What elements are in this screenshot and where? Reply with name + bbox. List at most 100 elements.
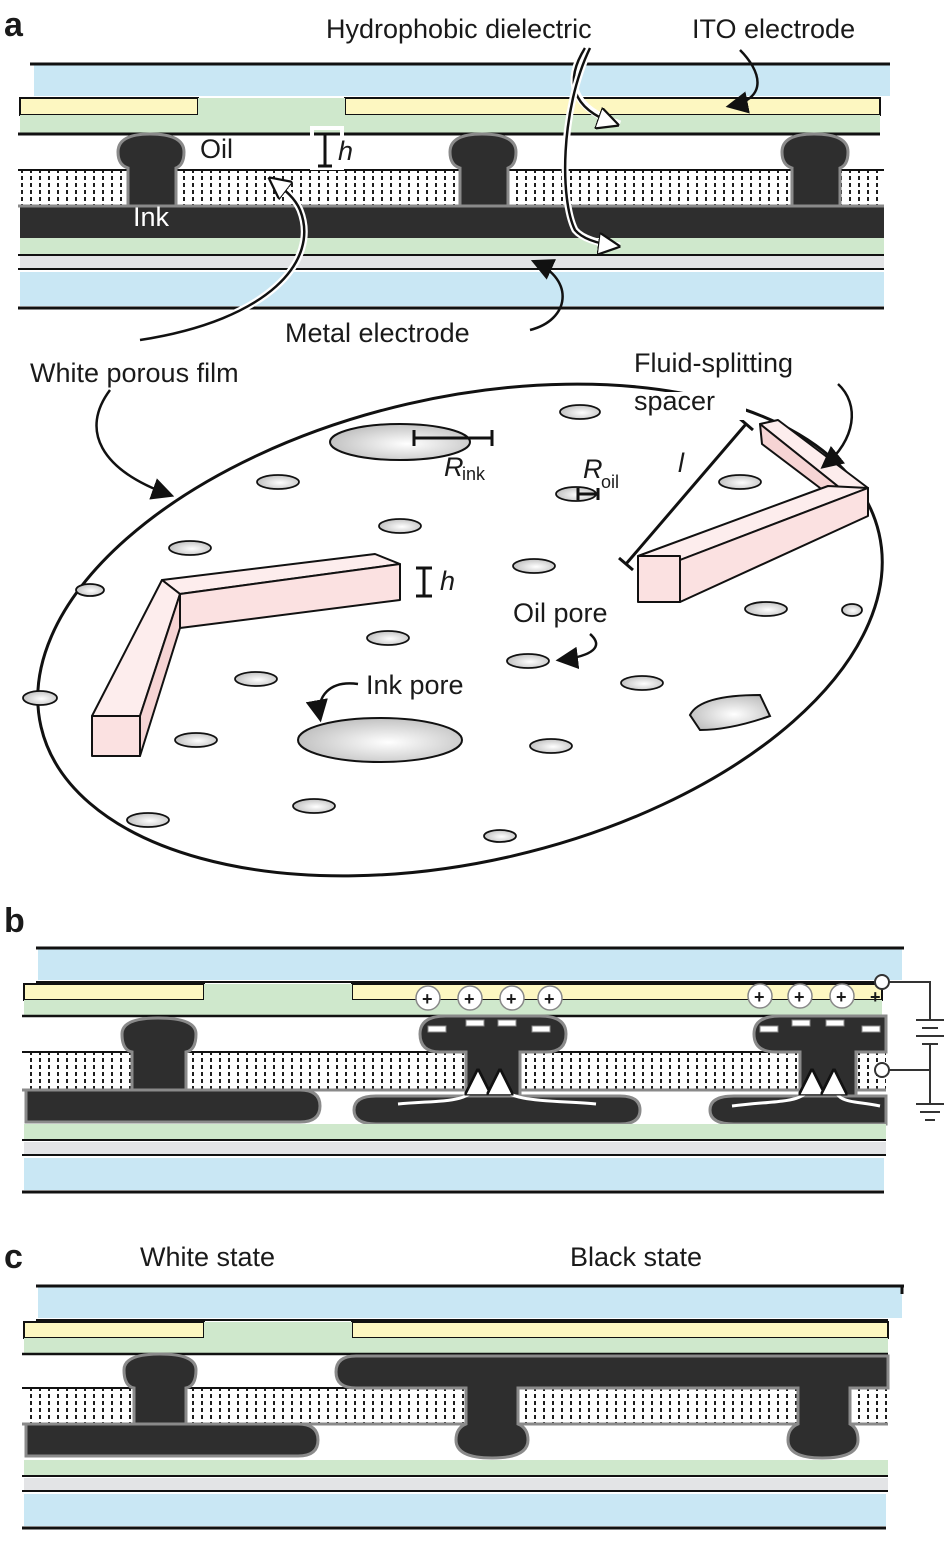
ink-reservoir-mid-b	[352, 1094, 642, 1126]
plus-sign: +	[506, 989, 517, 1009]
h-label-spacer: h	[440, 566, 455, 596]
ink-pore-edge	[688, 693, 772, 732]
ink-reservoir-white-state	[24, 1422, 320, 1458]
fluid-splitting-label: Fluid-splitting	[634, 348, 793, 378]
oil-label: Oil	[200, 134, 233, 164]
voltage-source-circuit	[874, 974, 944, 1121]
ground-icon	[916, 1070, 944, 1121]
h-gap-highlight	[310, 126, 344, 170]
ink-label: Ink	[133, 202, 170, 232]
ink-reservoir-left-b	[24, 1088, 322, 1124]
panel-label-c: c	[4, 1238, 23, 1276]
black-state-label: Black state	[570, 1242, 702, 1272]
arrow-oil-pore	[555, 633, 598, 670]
oil-pore	[483, 829, 517, 843]
negative-charges	[427, 1019, 881, 1033]
arrow-dielectric-bottom	[563, 47, 616, 246]
panel-label-b: b	[4, 902, 25, 940]
r-oil-scale-bar	[576, 488, 600, 500]
bottom-glass-c	[24, 1494, 886, 1526]
oil-pore	[292, 798, 336, 814]
metal-electrode-layer	[20, 256, 884, 268]
ink-channel-2	[448, 132, 518, 208]
h-spacer-bar	[416, 566, 432, 598]
oil-pore	[22, 690, 58, 706]
terminal-top	[874, 974, 890, 990]
bottom-dielectric-b	[24, 1124, 886, 1140]
metal-electrode-c	[24, 1478, 888, 1490]
oil-pore	[744, 601, 788, 617]
oil-pore	[559, 404, 601, 420]
oil-pore	[126, 812, 170, 828]
ito-electrode-left	[19, 97, 199, 116]
ink-channel-1	[116, 132, 186, 208]
bottom-hydrophobic-dielectric	[20, 238, 884, 254]
hydrophobic-dielectric-label: Hydrophobic dielectric	[326, 14, 592, 44]
oil-pore	[841, 603, 863, 617]
panel-a-cross-section: a Oil Ink h Hydrophobic dielectr	[4, 6, 890, 500]
ink-top-black-state	[334, 1354, 890, 1460]
oil-pore	[174, 732, 218, 748]
top-dielectric-b	[24, 984, 882, 1016]
oil-pore	[620, 675, 664, 691]
r-ink-scale-bar	[412, 430, 494, 446]
oil-pore	[512, 558, 556, 574]
arrow-ink-pore	[305, 682, 359, 723]
oil-pore	[718, 474, 762, 490]
ito-electrode-left-c	[23, 1321, 205, 1339]
ito-electrode-right	[344, 97, 881, 116]
ink-channel-3-b	[752, 1014, 888, 1098]
white-porous-film-label: White porous film	[30, 358, 239, 388]
arrow-spacer	[820, 383, 853, 469]
white-state-label: White state	[140, 1242, 275, 1272]
ink-pore-top	[329, 423, 471, 461]
porous-film-disk	[36, 382, 884, 878]
top-glass-substrate-b	[38, 948, 902, 980]
r-oil-subscript: oil	[601, 472, 619, 492]
plus-sign: +	[836, 987, 847, 1007]
oil-pore	[234, 671, 278, 687]
top-hydrophobic-dielectric	[20, 98, 880, 134]
top-glass-substrate	[34, 64, 890, 96]
oil-pore	[168, 540, 212, 556]
h-gap-scale-bar	[318, 132, 332, 168]
oil-pore-label: Oil pore	[513, 598, 608, 628]
arrow-porous-film-bottom	[95, 389, 175, 500]
bottom-dielectric-c	[24, 1460, 888, 1476]
panel-b-cross-section: b	[4, 902, 944, 1194]
ink-channel-2-b	[418, 1014, 568, 1098]
oil-pore	[366, 630, 410, 646]
r-ink-subscript: ink	[462, 464, 486, 484]
l-label: l	[678, 448, 685, 478]
ink-channel-white-state	[122, 1352, 198, 1426]
ink-reservoir-right-b	[708, 1094, 888, 1126]
ink-pore-label: Ink pore	[366, 670, 464, 700]
positive-charges: + + + + + + + +	[415, 983, 881, 1011]
plus-sign: +	[794, 987, 805, 1007]
bottom-glass-b	[24, 1158, 884, 1190]
ito-electrode-left-b	[23, 983, 205, 1001]
plus-sign: +	[754, 987, 765, 1007]
ink-channel-1-b	[120, 1016, 198, 1092]
r-ink-label: R	[444, 452, 464, 482]
fluid-splitting-spacer-left	[91, 553, 401, 757]
plus-sign: +	[870, 987, 881, 1007]
metal-electrode-b	[24, 1142, 886, 1154]
fluid-splitting-spacer-right	[637, 419, 869, 603]
oil-pore	[75, 583, 105, 597]
arrow-ito-electrode	[725, 49, 759, 114]
spacer-label: spacer	[634, 386, 715, 416]
ink-reservoir	[20, 206, 884, 238]
ito-electrode-label: ITO electrode	[692, 14, 855, 44]
panel-c-cross-section: c White state Black state	[4, 1238, 904, 1530]
oil-pore	[378, 518, 422, 534]
bottom-glass-substrate	[20, 272, 884, 306]
plus-sign: +	[464, 989, 475, 1009]
ink-pore	[297, 717, 463, 763]
terminal-bottom	[874, 1062, 890, 1078]
battery-icon	[916, 1019, 944, 1045]
ink-channel-3	[780, 132, 850, 208]
arrow-porous-film-top	[139, 180, 306, 342]
oil-pore	[256, 474, 300, 490]
